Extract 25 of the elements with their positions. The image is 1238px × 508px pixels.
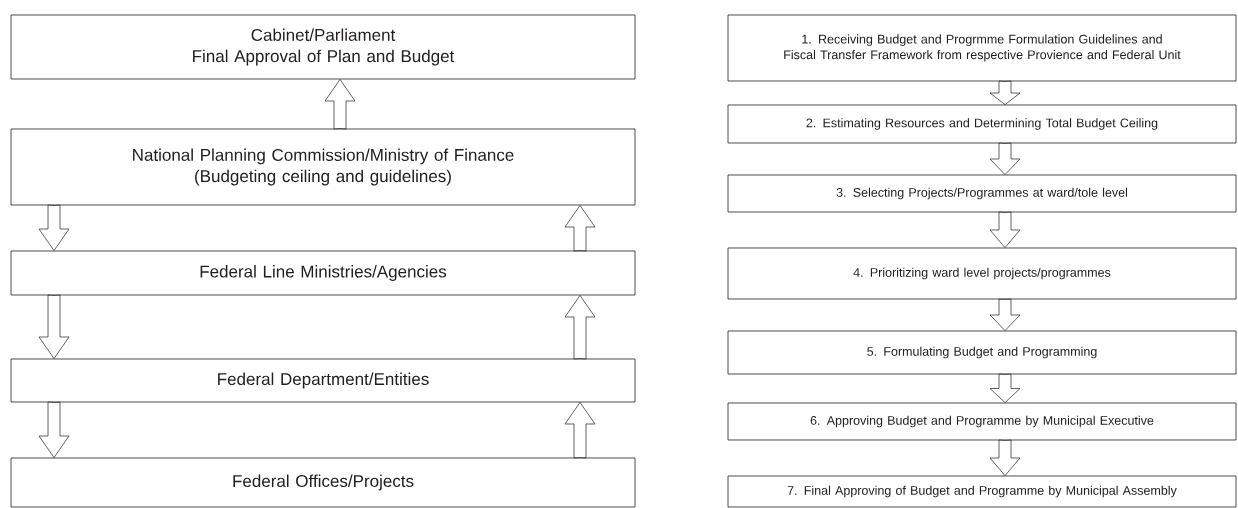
block-arrow <box>989 298 1021 331</box>
process-box: Federal Offices/Projects <box>10 457 636 508</box>
block-arrow <box>989 439 1021 476</box>
block-arrow <box>564 402 596 459</box>
process-box: 1. Receiving Budget and Progrmme Formulation Guidelines and Fiscal Transfer Framework from respective Provience and Federal Unit <box>727 14 1237 82</box>
process-box: 5. Formulating Budget and Programming <box>727 330 1237 375</box>
process-box: 4. Prioritizing ward level projects/programmes <box>727 247 1237 300</box>
block-arrow <box>564 295 596 360</box>
process-box: 6. Approving Budget and Programme by Municipal Executive <box>727 402 1237 441</box>
block-arrow <box>38 401 70 458</box>
process-box: 2. Estimating Resources and Determining Total Budget Ceiling <box>727 104 1237 144</box>
block-arrow <box>564 205 596 252</box>
block-arrow <box>989 142 1021 175</box>
process-box: Federal Line Ministries/Agencies <box>10 250 636 296</box>
process-box: Federal Department/Entities <box>10 358 636 403</box>
block-arrow <box>989 211 1021 248</box>
block-arrow <box>989 80 1021 105</box>
block-arrow <box>324 79 356 130</box>
block-arrow <box>38 294 70 359</box>
block-arrow <box>38 204 70 251</box>
process-box: National Planning Commission/Ministry of Finance (Budgeting ceiling and guidelines) <box>10 128 636 206</box>
process-box: 7. Final Approving of Budget and Programme by Municipal Assembly <box>727 475 1237 508</box>
block-arrow <box>989 373 1021 403</box>
process-box: Cabinet/Parliament Final Approval of Plan and Budget <box>10 14 636 80</box>
process-box: 3. Selecting Projects/Programmes at ward/tole level <box>727 174 1237 213</box>
